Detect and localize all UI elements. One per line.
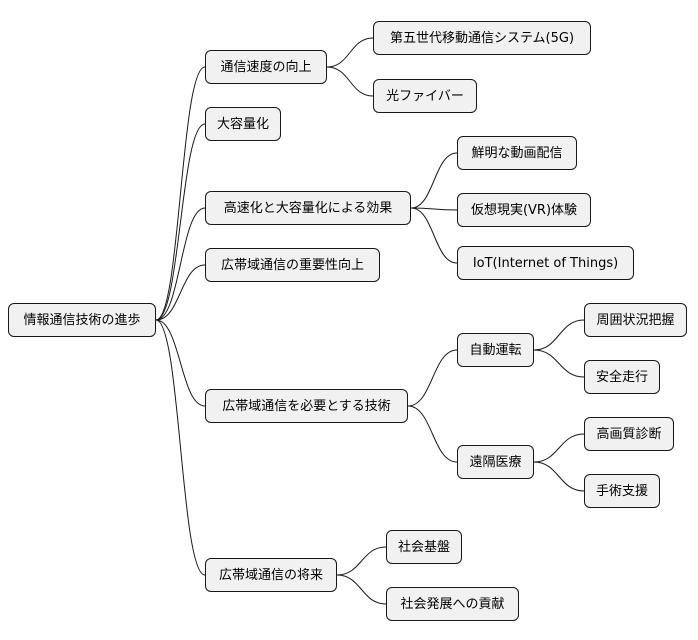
node-iot: IoT(Internet of Things)	[457, 246, 634, 280]
connector-required-tech-autonomous	[407, 349, 458, 407]
node-surgery-support: 手術支援	[584, 474, 660, 508]
connector-root-capacity	[155, 123, 206, 321]
node-infrastructure: 社会基盤	[386, 530, 462, 564]
node-speed: 通信速度の向上	[205, 50, 327, 84]
connector-root-importance	[155, 264, 206, 321]
connector-speed-5g	[326, 37, 374, 68]
node-importance: 広帯域通信の重要性向上	[205, 248, 380, 282]
connector-speed-fiber	[326, 66, 374, 97]
node-contribution: 社会発展への貢献	[386, 587, 519, 621]
node-vr: 仮想現実(VR)体験	[457, 193, 591, 227]
connector-autonomous-safe-driving	[533, 349, 585, 378]
node-effects: 高速化と大容量化による効果	[205, 191, 411, 225]
connector-effects-vr	[410, 207, 458, 211]
connector-root-speed	[155, 66, 206, 321]
node-required-tech: 広帯域通信を必要とする技術	[205, 389, 408, 423]
node-safe-driving: 安全走行	[584, 360, 660, 394]
node-root: 情報通信技術の進歩	[8, 303, 156, 337]
node-future: 広帯域通信の将来	[205, 558, 337, 592]
node-telemedicine: 遠隔医療	[457, 445, 534, 479]
node-hd-diagnosis: 高画質診断	[584, 417, 674, 451]
node-capacity: 大容量化	[205, 107, 281, 141]
connector-effects-video	[410, 152, 458, 209]
node-fiber: 光ファイバー	[373, 79, 477, 113]
connector-future-contribution	[336, 574, 387, 605]
node-autonomous: 自動運転	[457, 333, 534, 367]
connector-telemedicine-surgery-support	[533, 461, 585, 492]
node-video: 鮮明な動画配信	[457, 136, 577, 170]
connector-root-future	[155, 319, 206, 576]
connector-future-infrastructure	[336, 546, 387, 576]
connector-telemedicine-hd-diagnosis	[533, 433, 585, 463]
node-surroundings: 周囲状況把握	[584, 303, 687, 337]
connector-required-tech-telemedicine	[407, 405, 458, 463]
connector-root-effects	[155, 207, 206, 321]
connector-autonomous-surroundings	[533, 319, 585, 351]
connector-root-required-tech	[155, 319, 206, 407]
connector-effects-iot	[410, 207, 458, 264]
node-5g: 第五世代移動通信システム(5G)	[373, 21, 591, 55]
